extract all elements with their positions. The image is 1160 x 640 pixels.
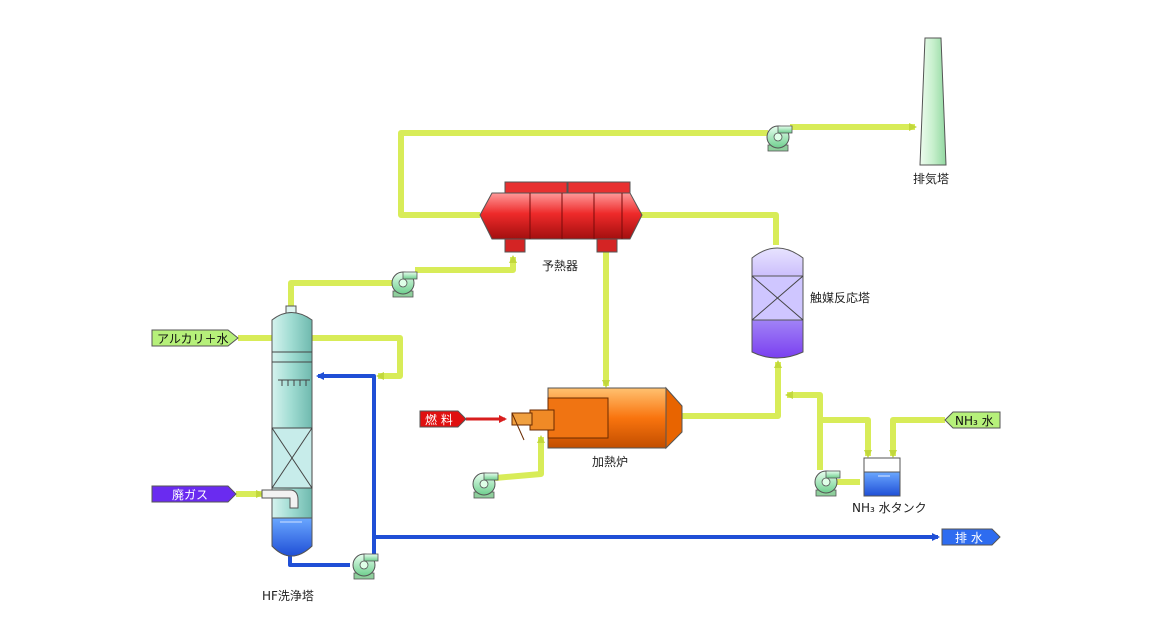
tag-drain-text: 排 水 <box>955 531 983 545</box>
catalyst-tower <box>751 247 804 359</box>
pipe-preheater-to-catalyst <box>640 212 779 245</box>
pipe-furnace-to-catalyst <box>682 360 782 419</box>
tag-waste-gas: 廃ガス <box>151 485 237 503</box>
pipe-fan-to-preheater <box>415 255 517 273</box>
pipe-preheater-to-top-fan <box>398 130 768 218</box>
nh3-tank <box>863 457 901 497</box>
tag-alkali-water: アルカリ＋水 <box>151 329 239 347</box>
tag-alkali-water-text: アルカリ＋水 <box>157 332 229 346</box>
pipe-tank-return <box>820 417 872 458</box>
pipe-scrubber-to-fan <box>288 280 400 310</box>
tag-fuel-text: 燃 料 <box>425 412 453 427</box>
stack-label: 排気塔 <box>913 171 949 186</box>
hf-scrubber-label: HF洗浄塔 <box>262 589 314 603</box>
pipe-nh3-pump-up <box>785 391 823 470</box>
fan-icon <box>766 125 793 152</box>
preheater <box>479 181 643 253</box>
exhaust-stack <box>919 37 947 166</box>
fan-icon <box>391 271 418 298</box>
pump-icon <box>352 553 379 580</box>
pipe-pump-to-spray <box>316 372 376 558</box>
tag-nh3-water: NH₃ 水 <box>944 411 1001 429</box>
pipe-alkali-loop <box>312 335 403 380</box>
fan-icon <box>472 472 499 499</box>
tag-fuel: 燃 料 <box>419 410 467 428</box>
furnace-label: 加熱炉 <box>592 455 628 469</box>
preheater-label: 予熱器 <box>542 259 578 273</box>
pipe-nh3-supply <box>889 417 945 458</box>
tag-waste-gas-text: 廃ガス <box>172 487 208 502</box>
tag-nh3-water-text: NH₃ 水 <box>955 414 994 428</box>
tag-drain: 排 水 <box>941 528 1001 546</box>
hf-scrubber <box>261 305 313 557</box>
pump-icon <box>814 470 841 497</box>
nh3-tank-label: NH₃ 水タンク <box>852 501 927 515</box>
gas-pipes <box>236 123 945 498</box>
heating-furnace <box>511 386 683 450</box>
pipe-air-to-burner <box>494 435 545 481</box>
catalyst-tower-label: 触媒反応塔 <box>810 291 870 305</box>
